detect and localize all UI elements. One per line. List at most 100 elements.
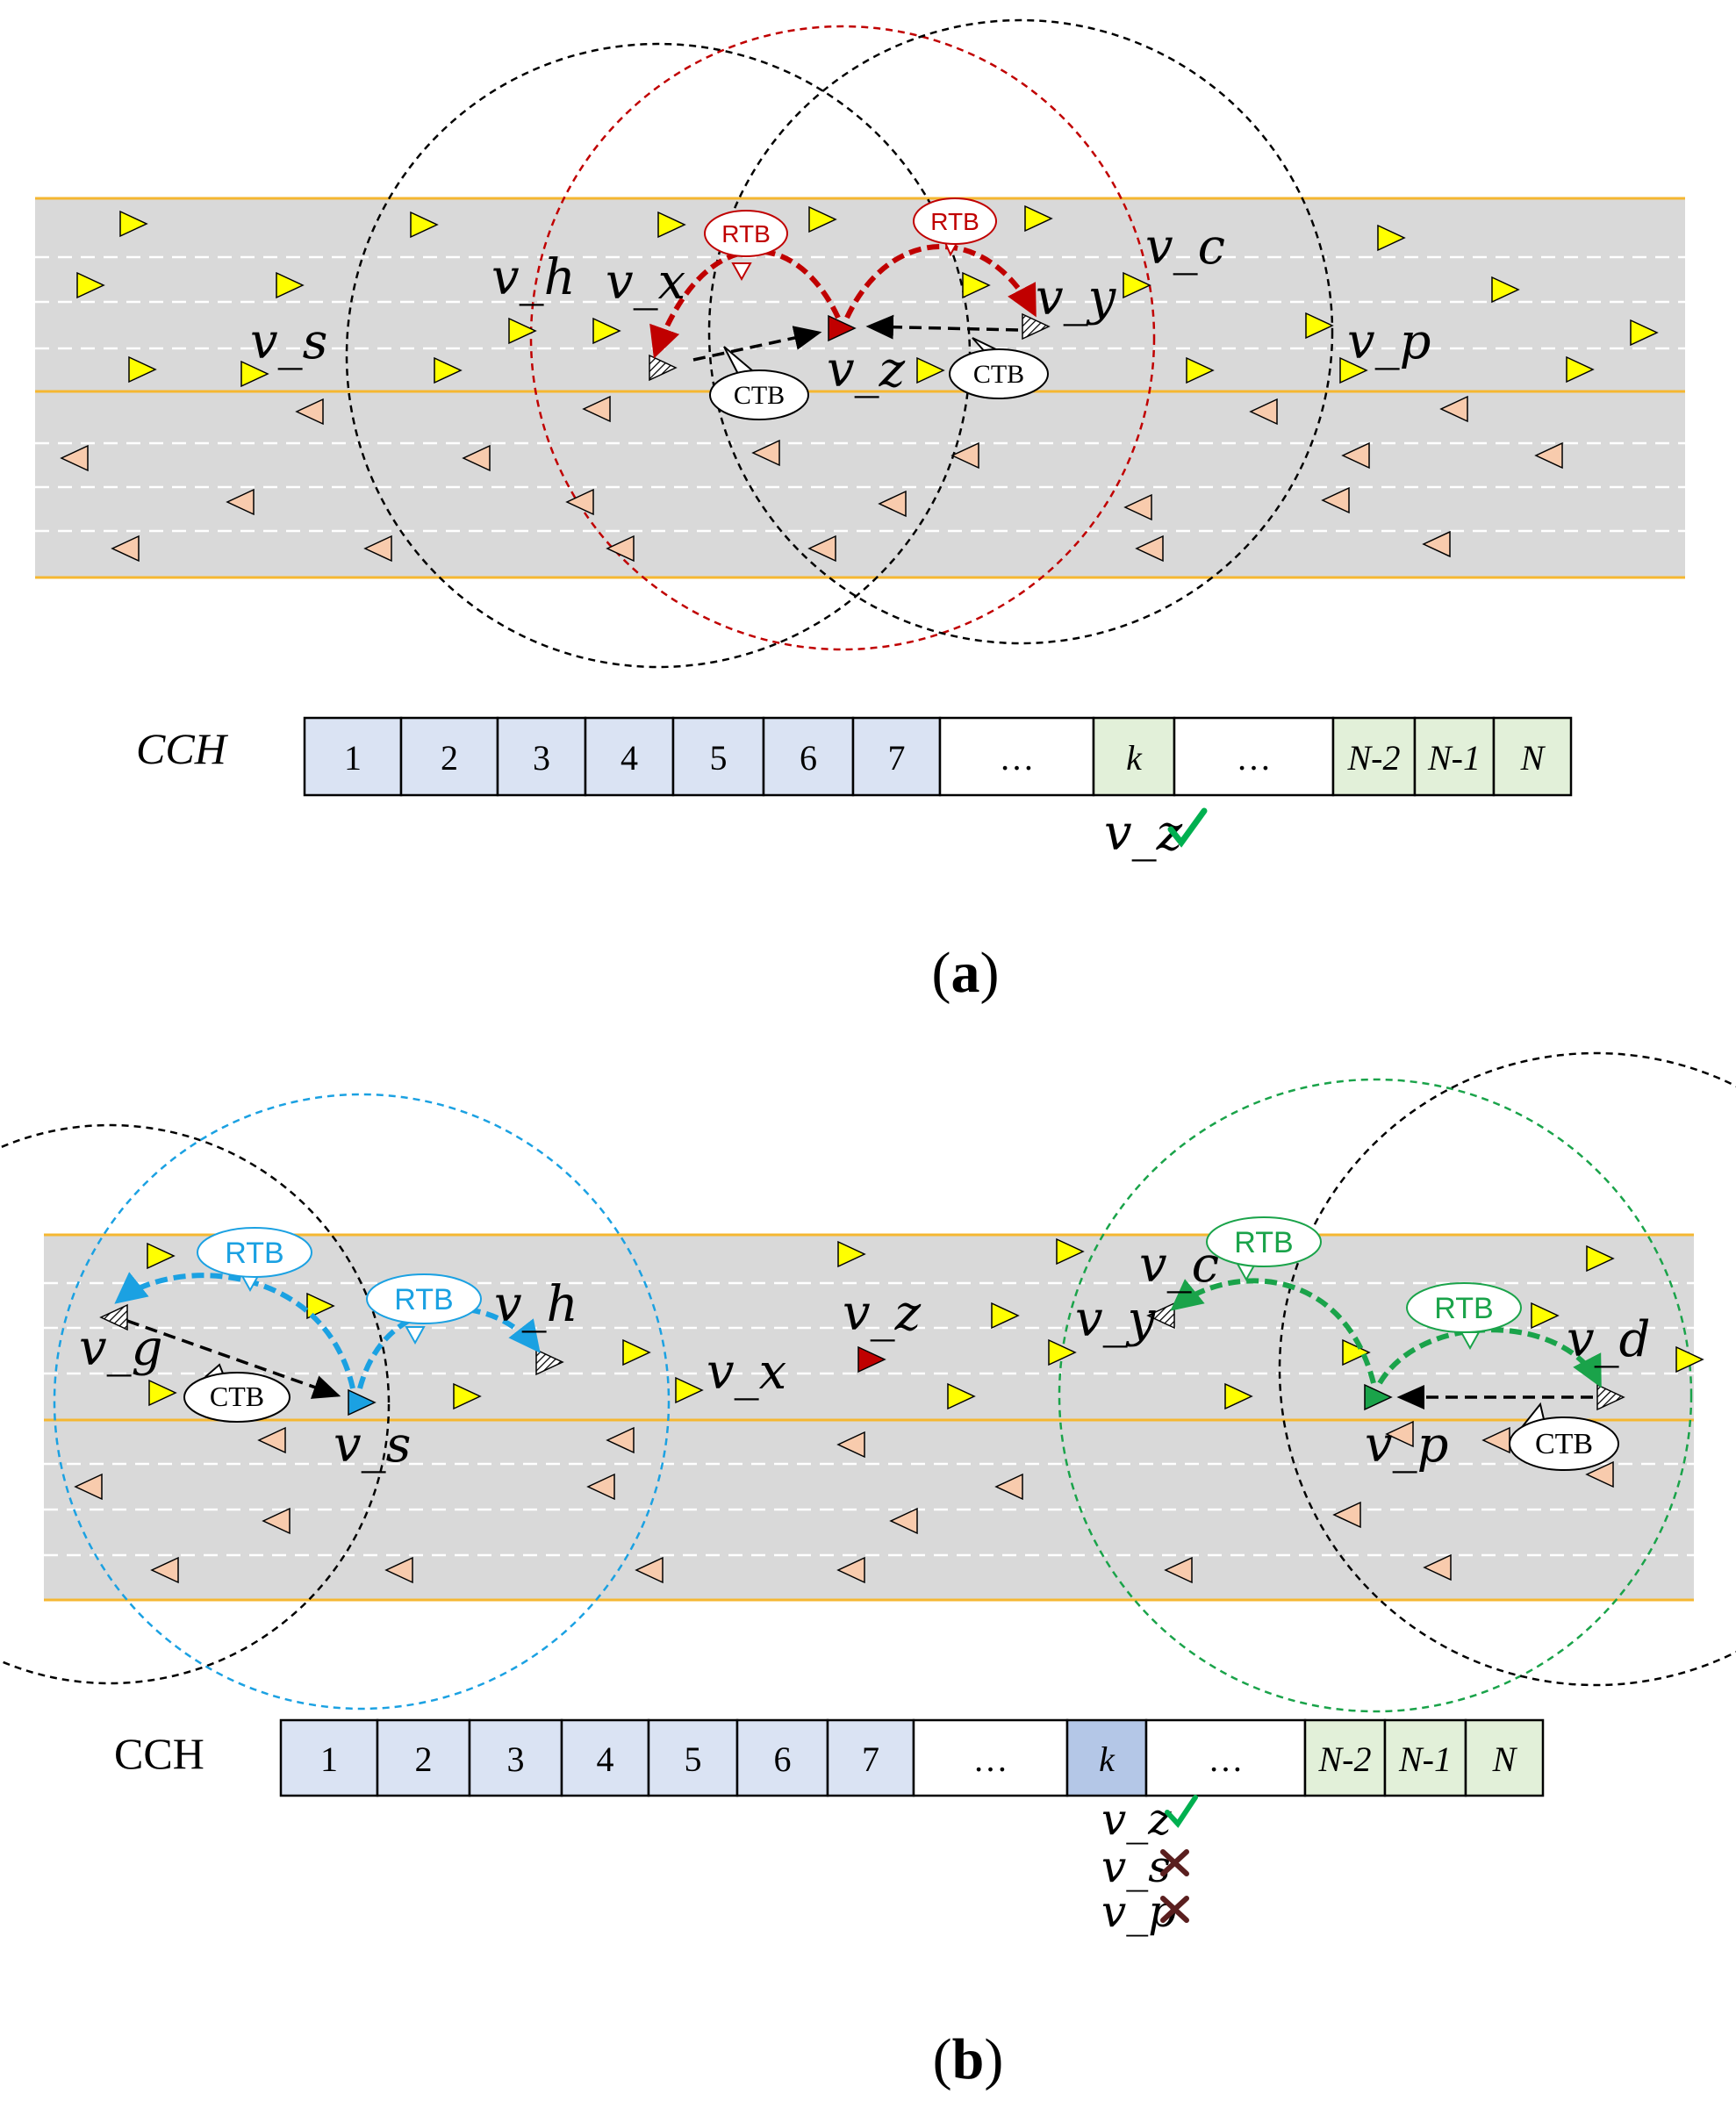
slot-cell: [912, 1718, 1069, 1797]
label-vh-b: v_h: [494, 1276, 578, 1333]
slot-label: N-2: [1318, 1739, 1372, 1779]
check-icon: [1167, 807, 1208, 848]
rtb-label-b-vc: RTB: [1234, 1226, 1293, 1259]
backward-vehicles-a: [60, 395, 1563, 563]
label-vc-a: v_c: [1145, 219, 1225, 276]
ctb-label-b-left: CTB: [210, 1381, 264, 1412]
label-vs-b: v_s: [334, 1417, 411, 1474]
slot-label: N-2: [1347, 738, 1401, 778]
slot-cell: [584, 716, 675, 797]
range-circle-vy: [707, 18, 1334, 645]
slot-cell: [560, 1718, 650, 1797]
slot-label: 7: [862, 1739, 879, 1779]
label-vz-a: v_z: [827, 341, 906, 398]
slot-label: 1: [320, 1739, 338, 1779]
slot-cell: [1464, 1718, 1545, 1797]
highway-a: [35, 197, 1685, 579]
special-vehicles-b: [99, 1302, 1625, 1417]
range-circle-vg: [0, 1123, 391, 1685]
slot-label: …: [1000, 738, 1035, 778]
range-circle-vz: [529, 25, 1156, 651]
label-vx-b: v_x: [707, 1344, 786, 1401]
special-vehicles-a: [649, 312, 1051, 382]
rtb-label-a-right: RTB: [930, 208, 979, 235]
vehicle-vz: [828, 314, 857, 342]
rtb-arrow-vs-to-vg: [114, 1272, 355, 1389]
reserved-label-b-vp: v_p: [1101, 1886, 1176, 1937]
vehicle-vz-b: [857, 1345, 886, 1373]
cross-icon: [1160, 1896, 1189, 1923]
slot-cell: [399, 716, 499, 797]
reserved-marks-a: v_z: [1104, 805, 1208, 862]
rtb-bubble-a-right: RTB: [913, 197, 997, 257]
ctb-bubble-b-left: CTB: [183, 1363, 291, 1423]
range-circles-b: [0, 1051, 1736, 1713]
forward-vehicles-b: [147, 1237, 1704, 1410]
label-vg-b: v_g: [79, 1320, 162, 1377]
label-vd-b: v_d: [1567, 1311, 1650, 1368]
reserved-label-b-vz: v_z: [1101, 1794, 1172, 1845]
slot-label: …: [1237, 738, 1272, 778]
ctb-arrows-a: [692, 314, 1019, 362]
ctb-arrows-b: [126, 1319, 1593, 1409]
slot-label: N: [1520, 738, 1546, 778]
rtb-bubble-b-vc: RTB: [1206, 1216, 1322, 1282]
ctb-label-a-right: CTB: [973, 360, 1024, 389]
vehicle-vh: [535, 1348, 564, 1376]
vehicle-vp: [1364, 1383, 1393, 1411]
slot-label: …: [1209, 1739, 1244, 1779]
rtb-bubble-b-vh: RTB: [366, 1273, 482, 1345]
rtb-label-a-left: RTB: [721, 220, 771, 247]
rtb-label-b-vd: RTB: [1434, 1292, 1493, 1325]
slot-label: 4: [597, 1739, 614, 1779]
slot-cell: [851, 716, 942, 797]
ctb-arrow-vx-to-vz: [692, 326, 822, 362]
range-circle-vd: [1278, 1051, 1736, 1687]
reserved-label-a-vz: v_z: [1104, 805, 1183, 862]
slot-cell: [1492, 716, 1573, 797]
slot-label: N-1: [1398, 1739, 1452, 1779]
slot-label: 2: [441, 738, 458, 778]
vehicle-vg: [99, 1303, 128, 1331]
slot-cell: [468, 1718, 563, 1797]
range-circle-vs: [53, 1093, 671, 1711]
forward-vehicles-a: [76, 204, 1659, 388]
caption-b: (b): [933, 2027, 1004, 2091]
slot-label: 2: [415, 1739, 433, 1779]
check-icon: [1165, 1795, 1198, 1828]
slot-label: 4: [621, 738, 638, 778]
ctb-bubble-a-right: CTB: [949, 337, 1049, 399]
rtb-label-b-vg: RTB: [225, 1237, 283, 1270]
channel-label-b: CCH: [114, 1729, 204, 1778]
vehicle-labels-b: v_g v_s v_h v_x v_z v_c v_y v_p v_d: [79, 1237, 1650, 1474]
slot-label: k: [1099, 1739, 1115, 1779]
slot-cell: [1303, 1718, 1387, 1797]
slot-label: N: [1492, 1739, 1518, 1779]
vehicle-vd: [1596, 1383, 1625, 1411]
slot-label: 3: [507, 1739, 525, 1779]
backward-vehicles-b: [74, 1420, 1614, 1584]
vehicle-vs: [348, 1388, 377, 1417]
ctb-label-b-right: CTB: [1535, 1428, 1593, 1460]
slot-label: 6: [800, 738, 817, 778]
label-vs-a: v_s: [250, 313, 327, 370]
slot-cell: [938, 716, 1095, 797]
rtb-bubbles-a: RTB RTB: [704, 197, 997, 282]
ctb-bubble-b-right: CTB: [1509, 1402, 1619, 1471]
reserved-marks-b: v_z v_s v_p: [1101, 1794, 1198, 1937]
label-vy-b: v_y: [1075, 1291, 1157, 1348]
slot-label: N-1: [1427, 738, 1481, 778]
slot-cell: [647, 1718, 739, 1797]
slot-cell: [1331, 716, 1417, 797]
slot-cell: [735, 1718, 829, 1797]
slot-label: 5: [710, 738, 728, 778]
vehicle-vx: [649, 354, 678, 382]
rtb-label-b-vh: RTB: [394, 1283, 453, 1316]
label-vp-b: v_p: [1365, 1417, 1448, 1474]
slot-cell: [1383, 1718, 1467, 1797]
vehicle-labels-a: v_s v_h v_x v_z v_y v_c v_p: [250, 219, 1431, 398]
caption-a: (a): [932, 941, 1000, 1005]
